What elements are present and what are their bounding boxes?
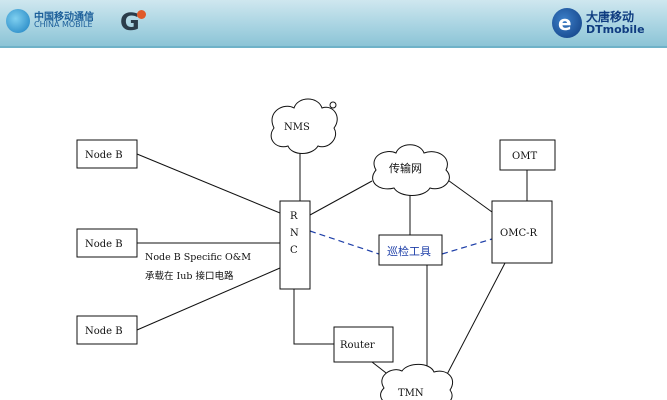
rnc-letter-c: C xyxy=(290,245,298,256)
header-banner: 中国移动通信 CHINA MOBILE G e 大唐移动 DTmobile xyxy=(0,0,667,48)
omt-label: OMT xyxy=(512,151,537,162)
nms-label: NMS xyxy=(284,122,310,133)
nms-cloud-shape xyxy=(270,98,338,154)
g3-logo: G xyxy=(118,8,148,38)
g3-dot-icon xyxy=(137,10,146,19)
transport-cloud: 传输网 xyxy=(372,144,450,196)
inspection-tool-box: 巡检工具 xyxy=(378,234,443,266)
nodeb-box-1: Node B xyxy=(76,139,138,169)
link-rnc-transport xyxy=(309,180,373,216)
tmn-label: TMN xyxy=(398,388,424,399)
transport-label: 传输网 xyxy=(389,161,422,175)
omcr-label: OMC-R xyxy=(500,228,537,239)
china-mobile-name-cn: 中国移动通信 xyxy=(34,12,94,23)
dt-mobile-name-en: DTmobile xyxy=(586,23,645,36)
omt-box: OMT xyxy=(499,139,556,171)
dt-mobile-name-cn: 大唐移动 xyxy=(586,10,635,24)
nodeb-box-2: Node B xyxy=(76,228,138,258)
nodeb-label-3: Node B xyxy=(85,326,123,337)
transport-cloud-shape xyxy=(372,144,450,196)
annotation-line-2: 承载在 Iub 接口电路 xyxy=(145,270,234,282)
router-box: Router xyxy=(333,326,394,363)
link-omcr-tmn xyxy=(441,262,506,385)
g3-letter: G xyxy=(120,8,140,36)
tmn-cloud-shape xyxy=(380,363,454,400)
tmn-cloud: TMN xyxy=(380,363,454,400)
china-mobile-name-en: CHINA MOBILE xyxy=(34,20,93,29)
dt-mobile-logo: e 大唐移动 DTmobile xyxy=(552,6,664,42)
inspection-tool-label: 巡检工具 xyxy=(387,244,431,258)
nodeb-box-3: Node B xyxy=(76,315,138,345)
omcr-box: OMC-R xyxy=(491,200,553,264)
link-nodeb1-rnc xyxy=(136,153,281,214)
nms-cloud-bubble xyxy=(329,101,337,109)
dashed-link-rnc-tool xyxy=(309,230,380,255)
rnc-letter-n: N xyxy=(290,228,299,239)
router-label: Router xyxy=(340,340,375,351)
link-rnc-router xyxy=(293,289,334,345)
link-nodeb3-rnc xyxy=(136,267,281,331)
dashed-link-tool-omcr xyxy=(441,238,493,255)
china-mobile-logo: 中国移动通信 CHINA MOBILE xyxy=(6,7,116,39)
china-mobile-emblem-icon xyxy=(6,9,30,33)
rnc-box: R N C xyxy=(279,200,311,290)
link-transport-omcr xyxy=(444,177,493,213)
annotation-line-1: Node B Specific O&M xyxy=(145,252,251,263)
dashed-links xyxy=(309,230,493,255)
annotation: Node B Specific O&M 承载在 Iub 接口电路 xyxy=(145,252,251,282)
rnc-letter-r: R xyxy=(290,211,298,222)
dt-mobile-emblem-icon: e xyxy=(552,8,582,38)
nms-cloud: NMS xyxy=(270,98,338,154)
nodeb-label-2: Node B xyxy=(85,239,123,250)
solid-links xyxy=(136,151,528,385)
nodeb-label-1: Node B xyxy=(85,150,123,161)
